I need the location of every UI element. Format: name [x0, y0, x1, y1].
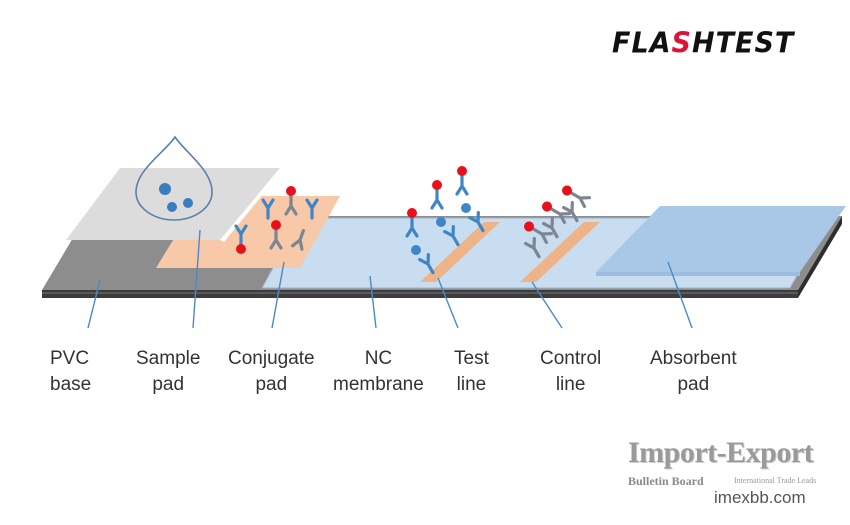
gold-particle-icon: [407, 208, 417, 218]
sample-drop: [135, 135, 213, 221]
gold-particle-icon: [524, 221, 535, 232]
gold-particle-icon: [271, 220, 281, 230]
control-line-band: [520, 222, 600, 282]
gold-particle-icon: [542, 201, 553, 212]
anti-antibody-icon: [524, 236, 541, 259]
watermark: Import-Export Bulletin Board Internation…: [622, 430, 832, 510]
capture-antibody-icon: [418, 252, 435, 275]
watermark-subtitle: Bulletin Board: [628, 474, 704, 488]
antigen-icon: [183, 198, 193, 208]
antigen-icon: [159, 183, 171, 195]
antigen-icon: [461, 203, 471, 213]
leader-sample: [192, 229, 201, 329]
gold-particle-icon: [432, 180, 442, 190]
leader-nc: [369, 275, 377, 329]
antibody-icon: [305, 198, 319, 220]
leader-conjugate: [271, 261, 285, 329]
antibody-icon: [234, 224, 248, 254]
leader-control: [531, 281, 563, 329]
test-line-band: [420, 222, 500, 282]
antibody-icon: [290, 229, 306, 251]
detection-antibody-icon: [455, 166, 469, 196]
absorbent-pad: [596, 206, 846, 272]
pvc-base-side: [798, 216, 842, 298]
flashtest-logo: FLASHTEST: [612, 27, 795, 60]
gold-particle-icon: [236, 244, 246, 254]
pvc-base-front: [42, 290, 798, 298]
leader-pvc: [87, 279, 101, 329]
watermark-title: Import-Export: [628, 436, 814, 469]
antigen-icon: [436, 217, 446, 227]
antibody-icon: [562, 185, 592, 208]
leader-test: [437, 277, 459, 329]
antibody-icon: [261, 198, 275, 220]
gold-particle-icon: [562, 185, 573, 196]
antigen-icon: [167, 202, 177, 212]
anti-antibody-icon: [562, 200, 579, 223]
detection-antibody-icon: [405, 208, 419, 238]
antigen-icon: [411, 245, 421, 255]
antibody-icon: [284, 186, 298, 216]
watermark-site: imexbb.com: [714, 488, 806, 507]
leader-absorbent: [667, 261, 693, 329]
gold-particle-icon: [457, 166, 467, 176]
watermark-tagline: International Trade Leads: [734, 476, 817, 485]
sample-pad-edge: [220, 168, 283, 242]
antibody-icon: [269, 220, 283, 250]
leader-lines: [87, 229, 693, 329]
gold-particle-icon: [286, 186, 296, 196]
detection-antibody-icon: [430, 180, 444, 210]
anti-antibody-icon: [542, 216, 559, 239]
capture-antibody-icon: [443, 224, 460, 247]
antibody-icon: [542, 201, 572, 224]
antibody-icon: [524, 221, 554, 244]
capture-antibody-icon: [468, 210, 485, 233]
